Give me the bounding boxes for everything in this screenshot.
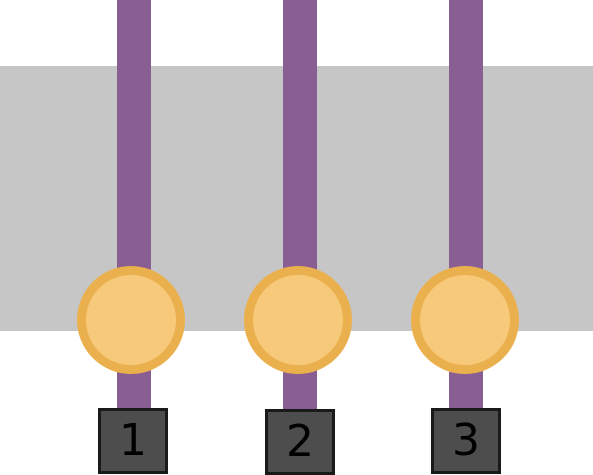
label-text-3: 3 xyxy=(452,415,480,466)
label-box-2: 2 xyxy=(265,409,335,475)
label-text-2: 2 xyxy=(286,416,314,467)
knob-1[interactable] xyxy=(77,266,185,374)
knob-3[interactable] xyxy=(411,266,519,374)
label-box-3: 3 xyxy=(431,408,501,474)
knob-2[interactable] xyxy=(244,266,352,374)
label-box-1: 1 xyxy=(98,408,168,474)
label-text-1: 1 xyxy=(119,415,147,466)
